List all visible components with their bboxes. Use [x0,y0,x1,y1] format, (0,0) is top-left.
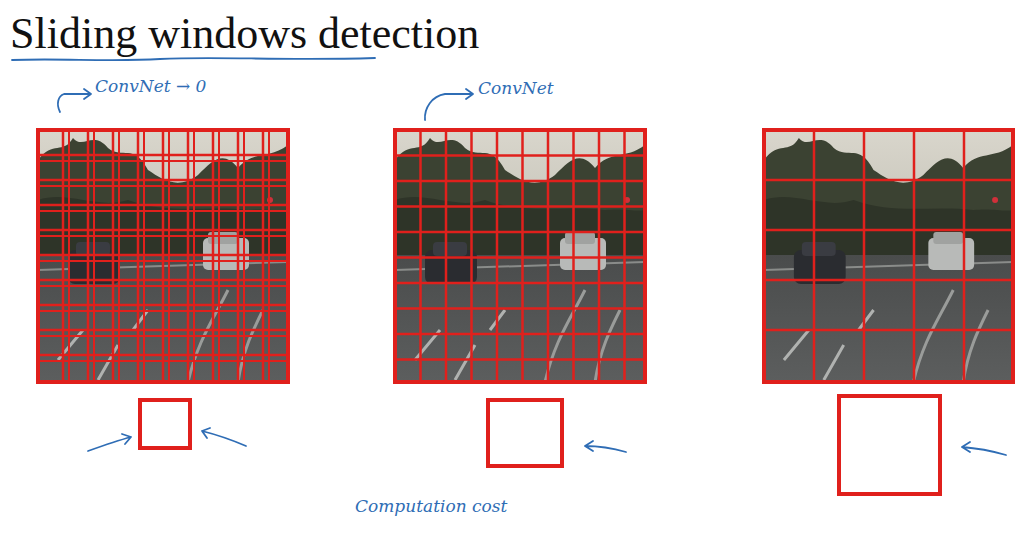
light-car [565,232,595,244]
window-line [38,329,288,332]
light-car [933,232,963,244]
dark-car [802,242,836,256]
window-line [395,231,645,234]
medium-window [488,400,562,466]
window-line [813,130,816,382]
window-line [963,130,966,382]
street-photos [38,130,1013,382]
window-line [764,279,1013,282]
window-line [764,179,1013,182]
window-border [764,130,1013,382]
hook-arrow [425,89,473,120]
handwritten-note: ConvNet [478,80,554,97]
window-line [38,229,288,232]
window-line [547,130,550,382]
window-line [419,130,422,382]
window-line [395,333,645,336]
window-line [38,360,288,362]
window-line [38,160,288,162]
dark-car [433,242,467,256]
window-line [764,229,1013,232]
window-line [598,130,601,382]
window-line [572,130,575,382]
street-photo [764,130,1013,382]
traffic-light [992,197,998,203]
window-line [38,335,288,337]
window-line [38,254,288,257]
photo-part [38,130,288,382]
road-mark [784,310,874,380]
window-line [445,130,448,382]
road-mark [545,290,620,382]
pointer-arrow [962,442,1006,455]
hook-arrow [58,89,91,112]
window-line [38,204,288,207]
photo-part [764,130,1013,382]
window-line [38,354,288,357]
trees [395,138,645,260]
slide-title: Sliding windows detection [10,12,479,56]
window-line [38,304,288,307]
photo-part [395,130,645,382]
small-window [140,400,190,448]
window-line [38,235,288,237]
window-line [395,205,645,208]
street-photo [395,130,645,382]
window-border [395,130,645,382]
window-line [38,310,288,312]
window-line [395,154,645,157]
pointer-arrow [202,428,246,446]
window-line [496,130,499,382]
title-underline [12,58,375,60]
window-line [38,154,288,157]
window-line [395,180,645,183]
window-line [521,130,524,382]
window-line [913,130,916,382]
handwritten-note: Computation cost [355,498,507,515]
window-line [395,256,645,259]
window-line [38,279,288,282]
window-line [38,285,288,287]
road-mark [58,310,148,380]
window-line [863,130,866,382]
trees [764,138,1013,260]
handwritten-note: ConvNet → 0 [95,78,206,95]
pointer-arrow [585,441,626,452]
window-line [395,358,645,361]
road-mark [913,290,988,382]
pointer-arrow [88,434,131,451]
window-line [395,282,645,285]
window-line [623,130,626,382]
window-line [764,329,1013,332]
road-mark [415,310,505,380]
large-window [839,396,940,494]
street-photo [38,130,288,382]
window-line [38,210,288,212]
window-line [470,130,473,382]
window-border [38,130,288,382]
window-line [38,179,288,182]
window-line [38,185,288,187]
window-line [395,307,645,310]
window-grids [38,130,1013,382]
window-line [38,260,288,262]
